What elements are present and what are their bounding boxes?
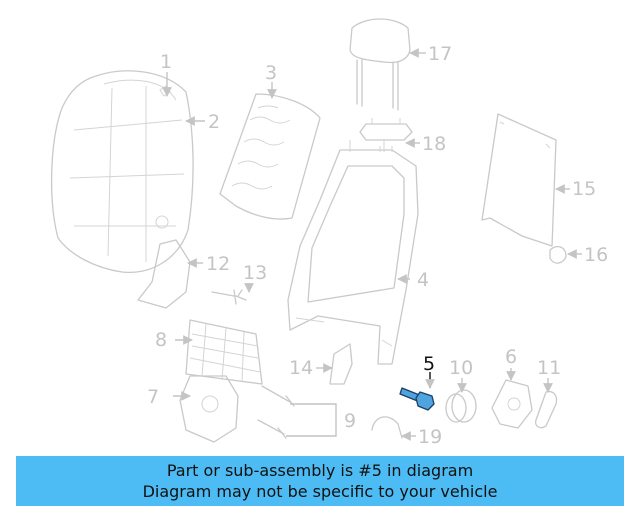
callout-8: 8 [155,329,167,351]
bolt-part-5 [399,387,435,411]
seat-back-cover-part-2 [50,70,194,274]
recliner-bracket-part-6 [491,379,533,429]
callout-13: 13 [243,262,267,284]
headrest-part-17 [349,18,411,111]
callout-16: 16 [584,244,608,266]
banner-line-1: Part or sub-assembly is #5 in diagram [166,461,474,480]
callout-9: 9 [344,410,356,432]
diagram-notice-banner: Part or sub-assembly is #5 in diagram Di… [16,456,624,506]
callout-4: 4 [417,269,429,291]
callout-1: 1 [160,51,172,73]
cover-cap-part-11 [534,390,558,429]
banner-line-2: Diagram may not be specific to your vehi… [142,482,498,501]
callout-14: 14 [289,357,313,379]
cables-part-9 [257,385,295,439]
lumbar-grid-part-8 [185,319,263,385]
callout-12: 12 [206,253,230,275]
clip-part-16 [549,245,567,264]
callout-15: 15 [572,178,596,200]
callout-18: 18 [422,133,446,155]
callout-17: 17 [428,43,452,65]
callout-labels: 1 2 3 4 5 6 7 8 9 10 11 12 13 14 15 16 1… [147,43,608,448]
seat-frame-part-4 [287,140,419,365]
leader-lines [162,48,582,441]
side-trim-part-12 [137,239,191,309]
small-bracket-part-14 [329,343,353,385]
callout-3: 3 [265,62,277,84]
hook-wire-part-19 [371,416,403,439]
callout-2: 2 [208,111,220,133]
lumbar-adjuster-part-7 [179,375,239,443]
callout-10: 10 [449,357,473,379]
callout-11: 11 [537,357,561,379]
callout-6: 6 [505,346,517,368]
callout-5: 5 [423,353,435,375]
bushing-part-10 [445,389,477,423]
seat-pad-part-3 [219,93,321,220]
pin-fastener-part-13 [211,289,247,305]
back-panel-part-15 [481,113,557,247]
callout-7: 7 [147,386,159,408]
guide-bracket-part-18 [359,118,413,152]
callout-19: 19 [418,426,442,448]
